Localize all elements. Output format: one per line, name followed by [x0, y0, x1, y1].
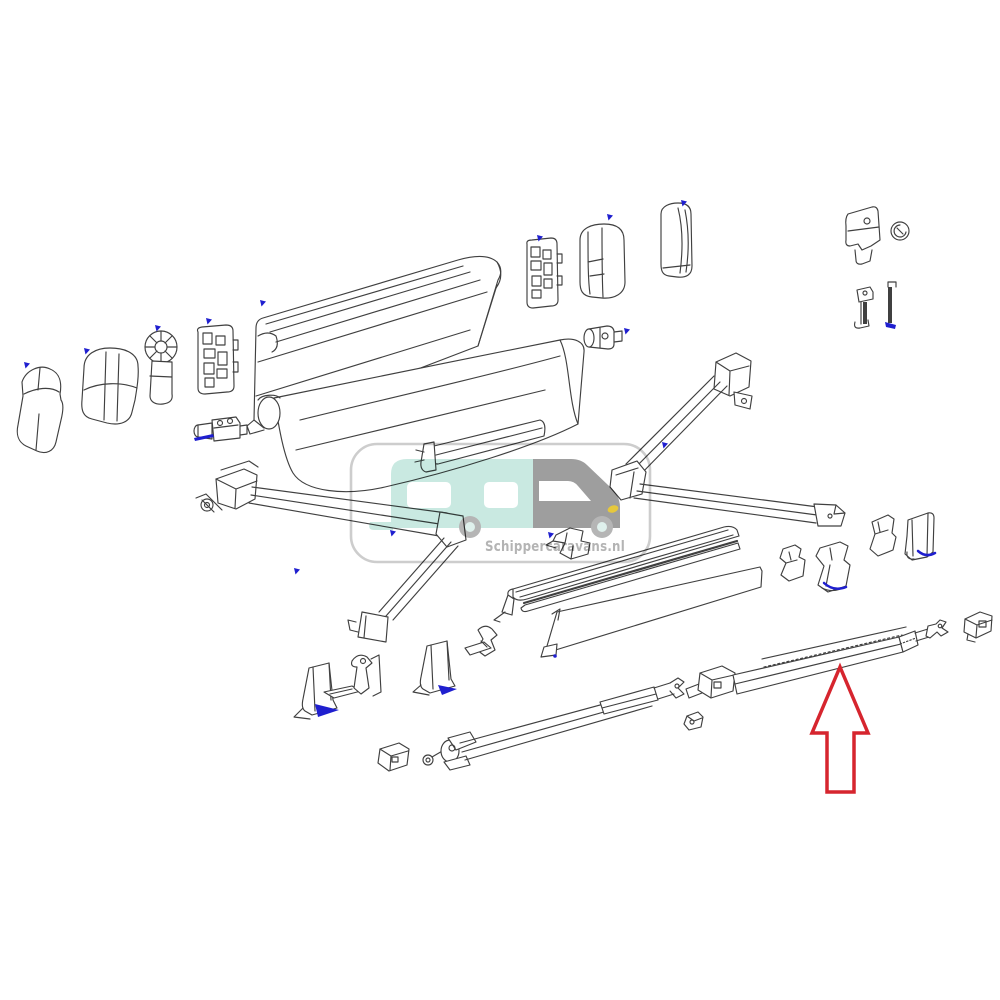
part-left-outer-cap	[16, 366, 64, 454]
part-cover-bracket-4	[904, 512, 935, 561]
part-cassette-housing	[246, 255, 502, 435]
watermark: Schippercaravans.nl	[349, 442, 652, 564]
marker-tick	[294, 568, 300, 575]
part-motor-drive	[144, 330, 178, 405]
marker-wedge	[438, 685, 457, 695]
marker-tick	[155, 325, 161, 332]
headlight	[607, 505, 619, 513]
part-gearbox-plate-right	[526, 237, 563, 309]
marker-tick	[206, 318, 212, 325]
parts-layer	[16, 202, 993, 772]
part-mounting-bracket-plate	[845, 206, 881, 265]
part-valance-panel	[540, 566, 763, 658]
watermark-frame	[349, 442, 652, 564]
part-cover-bracket-1	[779, 544, 806, 582]
part-support-bracket	[323, 654, 382, 699]
watermark-text: Schippercaravans.nl	[485, 539, 625, 555]
caravan-body	[391, 459, 533, 528]
marker-tick	[548, 532, 554, 539]
part-cover-bracket-2	[815, 541, 851, 593]
marker-tick	[607, 214, 613, 221]
part-clamp-bracket	[853, 286, 874, 329]
marker-tick	[24, 362, 30, 369]
caravan-window-2	[484, 482, 518, 508]
marker-tick	[84, 348, 90, 355]
wheel-front-hub	[465, 522, 475, 532]
part-cover-bracket-3	[869, 514, 897, 557]
part-left-spring-arm	[195, 460, 467, 643]
part-tension-rafter	[685, 619, 949, 699]
marker-line	[885, 322, 896, 329]
part-inner-end-cap-right	[579, 223, 626, 299]
part-rafter-bracket	[683, 711, 704, 731]
part-awning-fabric	[257, 338, 585, 493]
cab-window	[539, 481, 591, 501]
marker-tick	[681, 200, 687, 207]
part-support-foot-left	[293, 662, 338, 720]
part-lead-rail	[493, 525, 741, 623]
marker-wedge	[315, 704, 339, 717]
marker-tick	[662, 442, 668, 449]
part-telescopic-support-leg	[377, 677, 685, 772]
marker-line	[194, 434, 214, 441]
caravan-tail	[369, 522, 393, 530]
marker-arc	[822, 581, 848, 591]
part-corner-clip	[464, 625, 498, 657]
part-right-spring-arm	[609, 352, 846, 527]
part-gearbox-plate-left	[196, 324, 239, 395]
part-gear-adapter	[583, 325, 623, 350]
part-locking-knob	[890, 221, 910, 241]
wheel-rear-hub	[597, 522, 607, 532]
part-left-end-cap	[81, 347, 139, 425]
part-rail-clip	[545, 527, 591, 560]
highlight-arrow	[809, 662, 871, 794]
marker-dot	[553, 654, 557, 658]
part-tension-pin	[887, 281, 897, 323]
marker-arc	[916, 549, 937, 557]
marker-tick	[260, 300, 266, 307]
caravan-window-1	[407, 482, 451, 508]
part-support-foot-right	[412, 640, 456, 696]
marker-tick	[537, 235, 543, 242]
part-markers	[24, 200, 937, 717]
marker-tick	[390, 530, 396, 537]
part-right-outer-cap	[660, 202, 693, 278]
part-end-bracket	[963, 611, 993, 643]
part-roller-coupler	[193, 416, 248, 442]
marker-tick	[624, 328, 630, 335]
